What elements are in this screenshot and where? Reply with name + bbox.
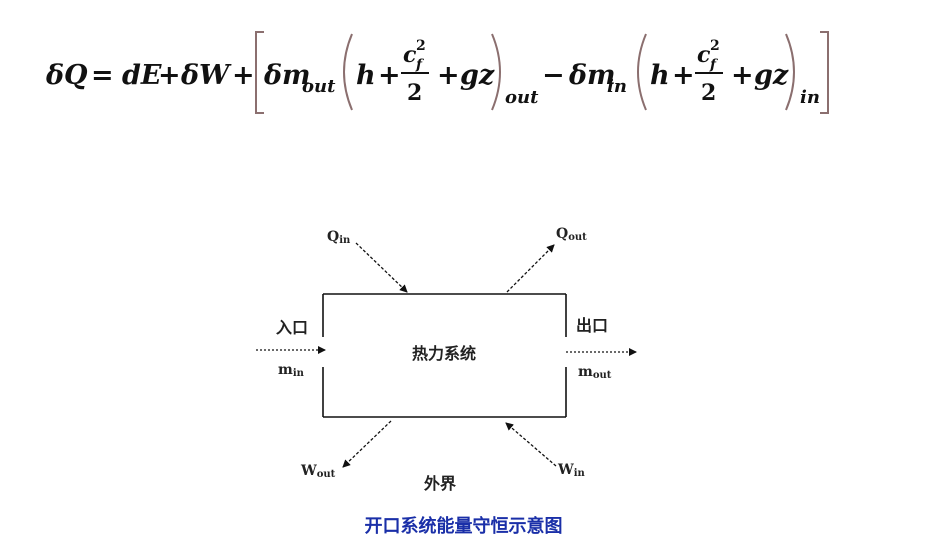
- gz-in: gz: [754, 60, 789, 91]
- minus-sign: −: [542, 60, 565, 91]
- m-out-label: mout: [578, 364, 612, 381]
- system-label: 热力系统: [412, 344, 476, 363]
- c-out-sup: 2: [416, 38, 426, 54]
- right-paren-in: [785, 33, 795, 111]
- denominator-out: 2: [407, 80, 422, 106]
- w-out-label: Wout: [300, 463, 336, 480]
- c-in: c: [697, 42, 711, 68]
- c-in-sub: f: [709, 57, 719, 73]
- figure-caption: 开口系统能量守恒示意图: [364, 516, 563, 537]
- left-paren-in: [637, 33, 647, 111]
- right-bracket: [820, 31, 829, 114]
- energy-equation: δQ = dE + δW + δm out h + c 2 f 2 + gz o…: [45, 31, 829, 114]
- plus-h-c-in: +: [672, 60, 695, 91]
- q-out-label: Qout: [556, 226, 587, 243]
- outflow-term: δm out h + c 2 f 2 + gz out: [263, 33, 539, 111]
- h-out: h: [356, 60, 376, 91]
- inflow-term: δm in h + c 2 f 2 + gz in: [568, 33, 820, 111]
- inlet-label: 入口: [276, 318, 308, 337]
- c-out-sub: f: [415, 57, 425, 73]
- heat-out-arrow: [506, 244, 555, 293]
- m-out-subscript: out: [302, 76, 336, 97]
- work-in-arrow: [505, 422, 557, 467]
- heat-in-arrow: [355, 242, 408, 293]
- paren-in-subscript: in: [800, 87, 820, 108]
- plus-sign-2: +: [232, 60, 255, 91]
- plus-h-c-out: +: [378, 60, 401, 91]
- plus-gz-in: +: [731, 60, 754, 91]
- equation-lhs: δQ = dE + δW +: [45, 60, 255, 91]
- right-paren-out: [491, 33, 501, 111]
- plus-gz-out: +: [437, 60, 460, 91]
- outlet-label: 出口: [576, 316, 608, 335]
- gz-out: gz: [460, 60, 495, 91]
- w-in-label: Win: [557, 462, 586, 479]
- h-in: h: [650, 60, 670, 91]
- plus-sign-1: +: [158, 60, 181, 91]
- delta-w: δW: [180, 60, 232, 91]
- work-out-arrow: [342, 420, 392, 468]
- c-out: c: [403, 42, 417, 68]
- system-boundary: [322, 293, 567, 418]
- left-paren-out: [343, 33, 353, 111]
- left-bracket: [255, 31, 264, 114]
- delta-m-in: δm: [568, 60, 616, 91]
- q-in-label: Qin: [327, 229, 351, 246]
- c-in-sup: 2: [710, 38, 720, 54]
- denominator-in: 2: [701, 80, 716, 106]
- m-in-label: min: [278, 362, 305, 379]
- paren-out-subscript: out: [505, 87, 539, 108]
- equals-sign: =: [91, 60, 114, 91]
- m-in-subscript: in: [607, 76, 627, 97]
- delta-q: δQ: [45, 60, 88, 91]
- surroundings-label: 外界: [423, 474, 456, 493]
- d-e: dE: [122, 60, 162, 91]
- delta-m-out: δm: [263, 60, 311, 91]
